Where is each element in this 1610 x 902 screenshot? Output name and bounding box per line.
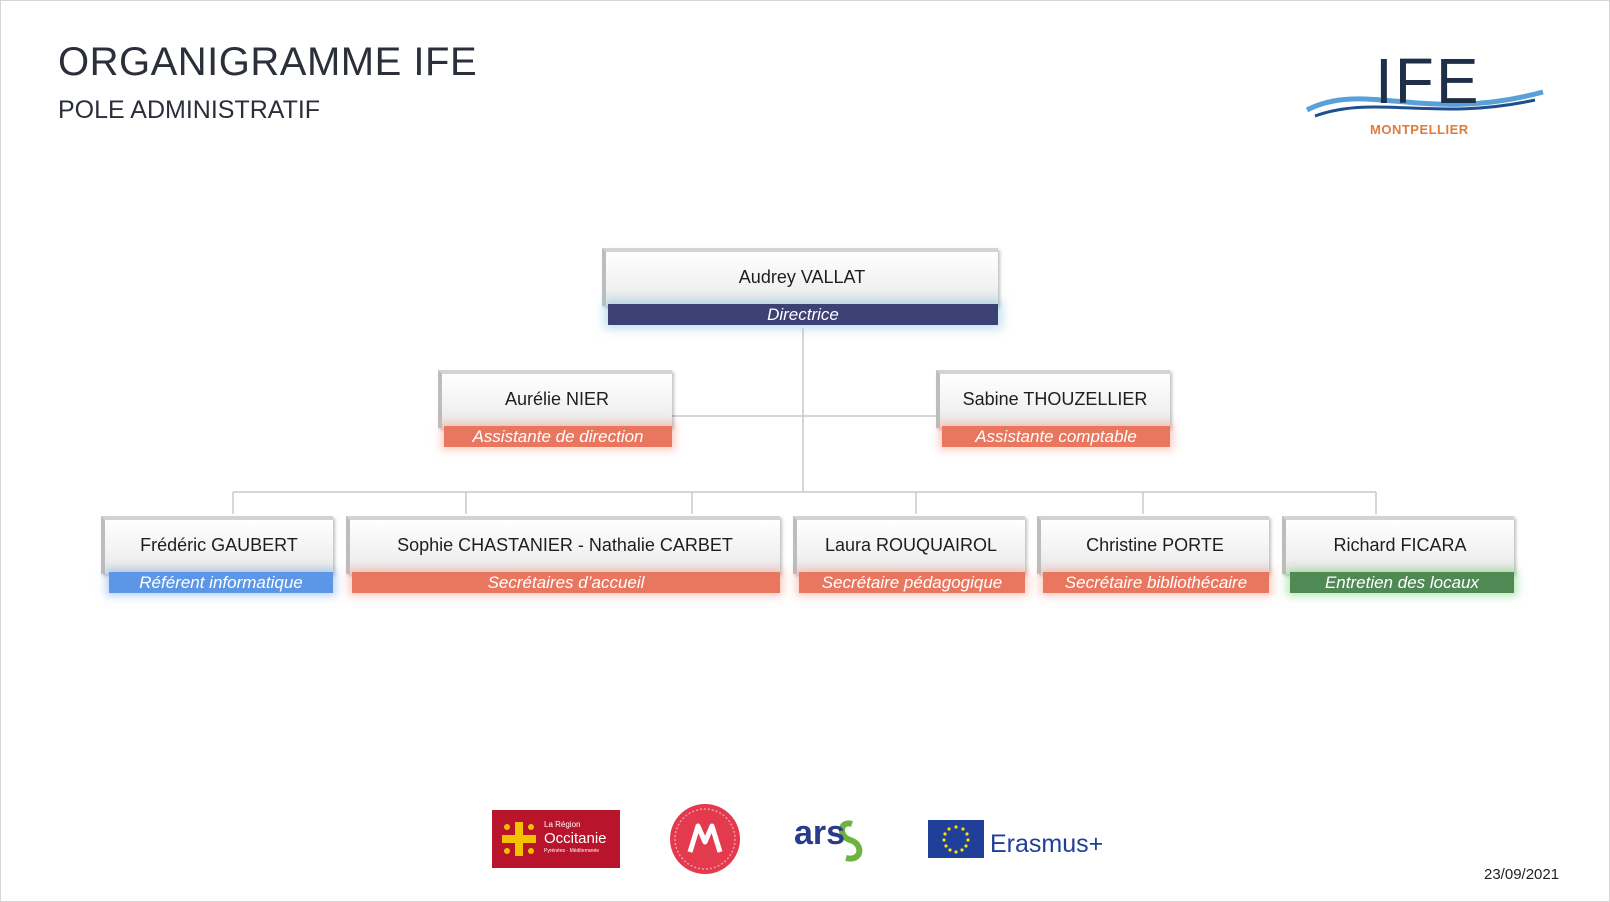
- ife-logo: IFE MONTPELLIER: [1305, 45, 1545, 138]
- occitanie-line1: La Région: [544, 820, 581, 829]
- page-subtitle: POLE ADMINISTRATIF: [58, 96, 321, 124]
- node-role: Secrétaire pédagogique: [799, 572, 1025, 593]
- university-m-icon: [674, 808, 736, 870]
- erasmus-logo: Erasmus+: [928, 820, 1113, 860]
- node-name: Laura ROUQUAIROL: [793, 516, 1025, 574]
- org-node-referent-informatique: Frédéric GAUBERT Référent informatique: [101, 516, 333, 596]
- ife-logo-text: IFE: [1375, 45, 1481, 117]
- node-name: Aurélie NIER: [438, 370, 672, 428]
- occitanie-line2: Occitanie: [544, 830, 607, 847]
- node-role: Directrice: [608, 304, 998, 325]
- node-role: Entretien des locaux: [1290, 572, 1514, 593]
- node-role: Secrétaires d’accueil: [352, 572, 780, 593]
- org-node-entretien-locaux: Richard FICARA Entretien des locaux: [1282, 516, 1514, 596]
- eu-flag-icon: [928, 820, 984, 858]
- node-role: Référent informatique: [109, 572, 333, 593]
- node-name: Audrey VALLAT: [602, 248, 998, 306]
- org-node-director: Audrey VALLAT Directrice: [602, 248, 998, 328]
- org-node-secretaire-bibliothecaire: Christine PORTE Secrétaire bibliothécair…: [1037, 516, 1269, 596]
- slide-date: 23/09/2021: [1484, 866, 1560, 883]
- wave-icon: [1305, 89, 1544, 118]
- ars-text: ars: [794, 814, 846, 852]
- node-name: Christine PORTE: [1037, 516, 1269, 574]
- node-role: Assistante comptable: [942, 426, 1170, 447]
- page-title: ORGANIGRAMME IFE: [58, 40, 478, 84]
- org-node-assistant-comptable: Sabine THOUZELLIER Assistante comptable: [936, 370, 1170, 450]
- ars-logo: ars: [792, 812, 882, 872]
- occitanie-logo: La Région Occitanie Pyrénées · Méditerra…: [492, 810, 620, 868]
- erasmus-text: Erasmus+: [990, 830, 1104, 858]
- occitan-cross-icon: [502, 822, 536, 856]
- node-role: Assistante de direction: [444, 426, 672, 447]
- node-role: Secrétaire bibliothécaire: [1043, 572, 1269, 593]
- universite-montpellier-logo: [670, 804, 740, 874]
- org-node-secretaire-pedagogique: Laura ROUQUAIROL Secrétaire pédagogique: [793, 516, 1025, 596]
- ars-s-icon: [839, 820, 863, 862]
- org-node-assistant-direction: Aurélie NIER Assistante de direction: [438, 370, 672, 450]
- node-name: Sabine THOUZELLIER: [936, 370, 1170, 428]
- node-name: Richard FICARA: [1282, 516, 1514, 574]
- org-node-secretaires-accueil: Sophie CHASTANIER - Nathalie CARBET Secr…: [346, 516, 780, 596]
- node-name: Frédéric GAUBERT: [101, 516, 333, 574]
- ife-logo-city: MONTPELLIER: [1370, 122, 1469, 137]
- occitanie-line3: Pyrénées · Méditerranée: [544, 848, 600, 854]
- node-name: Sophie CHASTANIER - Nathalie CARBET: [346, 516, 780, 574]
